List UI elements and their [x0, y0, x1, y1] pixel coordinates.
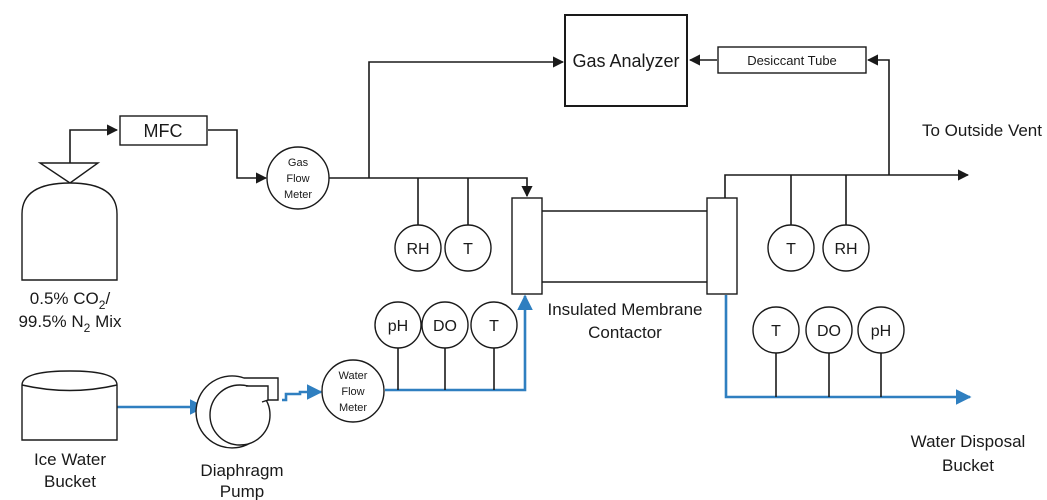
branch-to-analyzer-line: [368, 56, 565, 178]
gas-flow-meter: [266, 146, 330, 210]
cylinder-valve-icon: [37, 162, 101, 184]
cylinder-label-line1: 0.5% CO2/: [30, 289, 111, 312]
mfc-label: MFC: [144, 121, 183, 141]
water-out-t-label: T: [771, 323, 781, 340]
contactor-left-cap: [511, 197, 543, 295]
gas-analyzer-label: Gas Analyzer: [572, 51, 679, 71]
gas-flow-meter-label-1: Gas: [288, 157, 309, 169]
gas-meter-to-contactor-line: [329, 177, 533, 198]
gas-flow-meter-label-2: Flow: [286, 173, 309, 185]
ice-bucket-label-2: Bucket: [44, 472, 96, 491]
disposal-label-2: Bucket: [942, 456, 994, 475]
gas-cylinder: [21, 162, 118, 281]
water-flow-meter: [321, 359, 385, 423]
outside-vent-label: To Outside Vent: [922, 121, 1042, 140]
diaphragm-pump: [195, 375, 279, 449]
gas-in-rh-sensor: [394, 224, 442, 272]
contactor-to-disposal-line: [724, 295, 972, 405]
water-out-ph-sensor: [857, 306, 905, 354]
pump-label-1: Diaphragm: [200, 461, 283, 480]
gas-in-t-label: T: [463, 241, 473, 258]
water-in-do-label: DO: [433, 318, 457, 335]
gas-in-rh-label: RH: [406, 241, 429, 258]
vent-to-desiccant-line: [866, 54, 890, 175]
water-in-ph-label: pH: [388, 318, 408, 335]
contactor-right-cap: [706, 197, 738, 295]
bucket-rim: [21, 384, 118, 392]
ice-water-bucket: [21, 370, 118, 441]
water-in-do-sensor: [421, 301, 469, 349]
pump-housing: [209, 384, 271, 446]
cylinder-to-mfc-line: [69, 124, 119, 165]
water-flow-meter-label-1: Water: [339, 370, 368, 382]
water-in-t-label: T: [489, 318, 499, 335]
gas-out-t-label: T: [786, 241, 796, 258]
gas-out-t-sensor: [767, 224, 815, 272]
water-in-ph-sensor: [374, 301, 422, 349]
water-out-do-sensor: [805, 306, 853, 354]
gas-out-to-vent-line: [724, 169, 970, 198]
membrane-contactor: [511, 197, 738, 295]
ice-bucket-label-1: Ice Water: [34, 450, 106, 469]
desiccant-tube-label: Desiccant Tube: [747, 53, 837, 68]
water-out-ph-label: pH: [871, 323, 891, 340]
desiccant-tube-box: [717, 46, 867, 74]
pump-outlet: [246, 385, 269, 403]
water-out-do-label: DO: [817, 323, 841, 340]
gas-out-rh-label: RH: [834, 241, 857, 258]
gas-analyzer-box: [564, 14, 688, 107]
water-flow-meter-label-2: Flow: [341, 386, 364, 398]
bucket-body: [21, 370, 118, 441]
cylinder-body: [21, 182, 118, 281]
disposal-label-1: Water Disposal: [911, 432, 1026, 451]
cylinder-label-line2: 99.5% N2 Mix: [18, 312, 122, 335]
contactor-label-1: Insulated Membrane: [548, 300, 703, 319]
pump-label-2: Pump: [220, 482, 264, 500]
mfc-box: [119, 115, 208, 146]
gas-out-rh-sensor: [822, 224, 870, 272]
contactor-label-2: Contactor: [588, 323, 662, 342]
gas-in-t-sensor: [444, 224, 492, 272]
gas-flow-meter-label-3: Meter: [284, 189, 312, 201]
pump-to-water-meter-line: [282, 384, 323, 402]
water-in-t-sensor: [470, 301, 518, 349]
water-out-t-sensor: [752, 306, 800, 354]
water-flow-meter-label-3: Meter: [339, 402, 367, 414]
mfc-to-gas-meter-line: [208, 129, 268, 184]
water-meter-to-contactor-line: [385, 294, 533, 392]
